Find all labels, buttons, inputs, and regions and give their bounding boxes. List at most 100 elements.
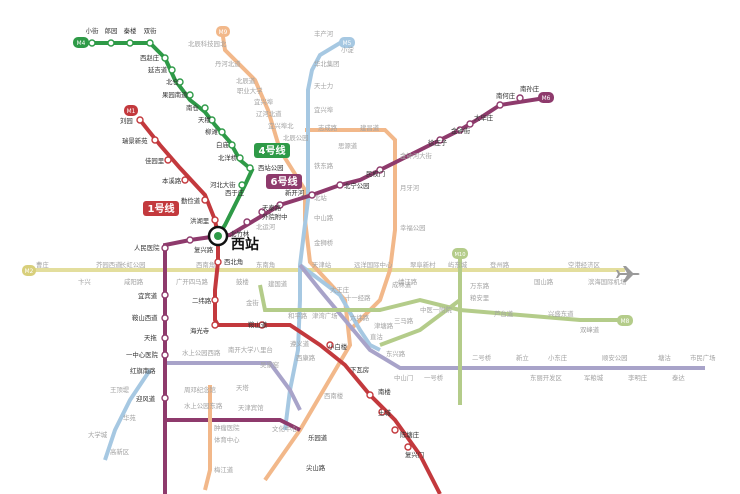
svg-text:迎风道: 迎风道 bbox=[136, 394, 156, 403]
svg-text:丰产河: 丰产河 bbox=[314, 29, 334, 38]
svg-text:M6: M6 bbox=[542, 96, 551, 102]
line4-badge: 4号线 bbox=[254, 143, 290, 158]
orange-east-track bbox=[305, 128, 397, 332]
orange-line-labels: 北辰科技园北 丹河北道 北辰道 职业大学 宜兴埠 辽河北道 宜兴埠北 北辰公园 … bbox=[188, 39, 309, 231]
line6-labels: 南孙庄 南何庄 大毕庄 金钟街 徐庄子 民权门 北宁公园 新开河 天泰路 外院附… bbox=[126, 84, 540, 403]
svg-text:兴盛东道: 兴盛东道 bbox=[548, 309, 574, 318]
svg-text:双峰道: 双峰道 bbox=[580, 325, 600, 334]
svg-text:西南楼: 西南楼 bbox=[324, 391, 344, 400]
svg-text:佳园里: 佳园里 bbox=[145, 156, 165, 165]
highlight-station-marker[interactable] bbox=[207, 225, 229, 247]
svg-text:本溪路: 本溪路 bbox=[162, 176, 182, 185]
svg-text:复兴门: 复兴门 bbox=[405, 450, 424, 459]
svg-text:金街: 金街 bbox=[246, 298, 259, 307]
svg-text:芥园西道: 芥园西道 bbox=[96, 260, 122, 269]
svg-text:中山路: 中山路 bbox=[314, 213, 334, 222]
svg-text:M4: M4 bbox=[77, 41, 86, 47]
line4-labels: 小街 郎园 秦楼 双街 西赵庄 延吉道 北仓 果园南道 南仓 天穆 柳滩 白庙 … bbox=[86, 26, 284, 197]
svg-text:新开河: 新开河 bbox=[285, 188, 305, 197]
svg-text:M1: M1 bbox=[127, 109, 136, 115]
svg-text:北运河: 北运河 bbox=[256, 223, 276, 231]
svg-text:延吉道: 延吉道 bbox=[148, 65, 168, 74]
svg-text:东丽开发区: 东丽开发区 bbox=[530, 373, 563, 382]
svg-text:月牙河: 月牙河 bbox=[400, 184, 420, 192]
orange-south-track bbox=[203, 385, 212, 491]
svg-text:M5: M5 bbox=[343, 41, 352, 47]
svg-text:瑞景新苑: 瑞景新苑 bbox=[122, 136, 148, 145]
south-ring-track bbox=[165, 418, 301, 432]
svg-text:一号桥: 一号桥 bbox=[424, 373, 444, 382]
svg-text:高新区: 高新区 bbox=[110, 447, 130, 456]
svg-text:双街: 双街 bbox=[144, 26, 157, 35]
svg-text:思源道: 思源道 bbox=[338, 141, 358, 150]
line2-code-badge: M2 bbox=[22, 265, 36, 276]
svg-text:王顶堤: 王顶堤 bbox=[110, 385, 130, 394]
svg-text:十一经路: 十一经路 bbox=[345, 293, 371, 302]
purple-pale-track bbox=[165, 361, 302, 411]
line6-code-badge: M6 bbox=[538, 92, 554, 103]
svg-text:体育中心: 体育中心 bbox=[214, 435, 240, 444]
svg-text:外院附中: 外院附中 bbox=[262, 212, 288, 221]
svg-text:西赵庄: 西赵庄 bbox=[140, 53, 160, 62]
svg-text:文化中心: 文化中心 bbox=[272, 424, 298, 433]
svg-text:小街: 小街 bbox=[86, 26, 99, 35]
line8-code-badge: M8 bbox=[617, 315, 633, 326]
svg-text:金钟河大街: 金钟河大街 bbox=[400, 151, 433, 160]
svg-text:白庙: 白庙 bbox=[216, 140, 229, 149]
lime-line-track bbox=[258, 284, 625, 322]
svg-text:登州路: 登州路 bbox=[490, 260, 510, 269]
svg-text:北辰科技园北: 北辰科技园北 bbox=[188, 39, 227, 48]
line1-badge: 1号线 bbox=[143, 201, 179, 216]
east-labels: 十一经路 大王庄 六纬路 东兴路 中山门 一号桥 二号桥 新立 东丽开发区 小东… bbox=[246, 281, 716, 382]
svg-text:北仓: 北仓 bbox=[166, 77, 179, 86]
svg-text:大毕庄: 大毕庄 bbox=[474, 113, 494, 122]
svg-text:西南角: 西南角 bbox=[196, 260, 215, 269]
svg-text:4号线: 4号线 bbox=[259, 144, 286, 157]
svg-text:东南角: 东南角 bbox=[256, 260, 275, 269]
line6-stations bbox=[161, 94, 524, 402]
svg-text:幸福公园: 幸福公园 bbox=[400, 223, 426, 232]
svg-text:曹庄: 曹庄 bbox=[36, 260, 49, 269]
svg-text:周邓纪念馆: 周邓纪念馆 bbox=[184, 385, 216, 394]
svg-text:丹河北道: 丹河北道 bbox=[215, 59, 241, 68]
svg-text:一中心医院: 一中心医院 bbox=[126, 350, 159, 359]
svg-text:M9: M9 bbox=[219, 30, 228, 36]
svg-text:芦台道: 芦台道 bbox=[494, 309, 514, 318]
svg-text:北辰道: 北辰道 bbox=[236, 76, 256, 85]
svg-text:鞍山道: 鞍山道 bbox=[248, 320, 268, 329]
svg-text:肿瘤医院: 肿瘤医院 bbox=[214, 423, 240, 432]
line1-labels: 刘园 瑞景新苑 佳园里 本溪路 勤俭道 洪湖里 西北角 二纬路 海光寺 鞍山道 … bbox=[120, 116, 424, 459]
svg-text:尖山路: 尖山路 bbox=[306, 463, 326, 472]
svg-text:水上公园东路: 水上公园东路 bbox=[184, 401, 223, 410]
svg-text:梅江道: 梅江道 bbox=[214, 465, 234, 474]
svg-text:国山路: 国山路 bbox=[534, 277, 554, 286]
svg-text:西北角: 西北角 bbox=[224, 257, 243, 266]
highlight-station-label: 西站 bbox=[231, 236, 259, 253]
svg-text:翠阜新村: 翠阜新村 bbox=[410, 260, 436, 269]
svg-text:郎园: 郎园 bbox=[105, 26, 118, 35]
svg-text:小白楼: 小白楼 bbox=[328, 342, 348, 351]
svg-text:6号线: 6号线 bbox=[271, 175, 298, 188]
svg-text:民权门: 民权门 bbox=[366, 169, 385, 178]
svg-text:北站: 北站 bbox=[314, 193, 327, 202]
svg-text:徐庄子: 徐庄子 bbox=[428, 138, 448, 147]
svg-text:天穆: 天穆 bbox=[198, 115, 211, 124]
svg-text:南何庄: 南何庄 bbox=[496, 91, 516, 100]
svg-text:西站公园: 西站公园 bbox=[258, 163, 284, 172]
svg-text:鞍山西道: 鞍山西道 bbox=[132, 313, 158, 322]
line5-code-badge: M5 bbox=[339, 37, 355, 48]
svg-text:小东庄: 小东庄 bbox=[548, 353, 568, 362]
svg-text:天泰路: 天泰路 bbox=[262, 203, 282, 212]
svg-text:志成路: 志成路 bbox=[318, 123, 338, 132]
svg-text:秦楼: 秦楼 bbox=[124, 26, 137, 35]
svg-text:铁东路: 铁东路 bbox=[314, 161, 334, 170]
svg-text:屿东城: 屿东城 bbox=[448, 260, 468, 269]
line1-code-badge: M1 bbox=[124, 105, 138, 116]
svg-text:南仓: 南仓 bbox=[186, 103, 199, 112]
line9-code-badge: M9 bbox=[216, 26, 230, 37]
svg-text:金狮桥: 金狮桥 bbox=[314, 238, 334, 247]
svg-text:远洋国际中心: 远洋国际中心 bbox=[354, 260, 393, 269]
svg-text:职业大学: 职业大学 bbox=[237, 86, 263, 95]
svg-text:天士力: 天士力 bbox=[314, 81, 333, 90]
